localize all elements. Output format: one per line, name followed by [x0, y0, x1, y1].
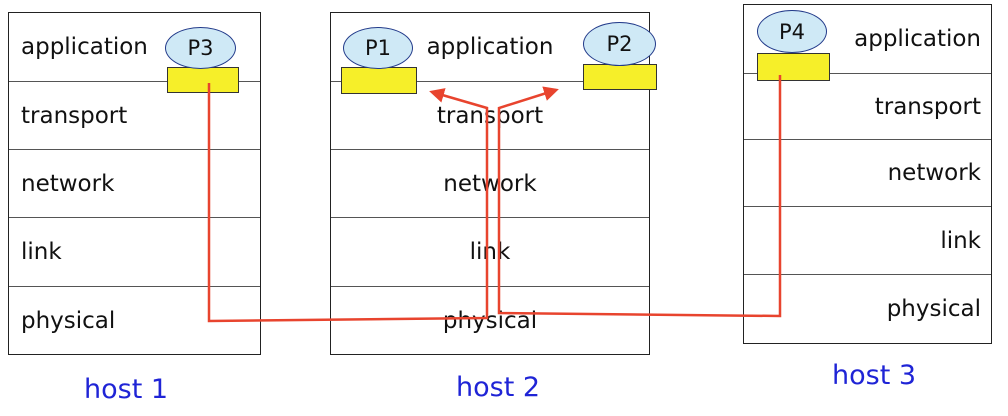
host1-physical-label: physical — [21, 307, 116, 334]
host3-network-layer: network — [744, 139, 991, 206]
process-p4-label: P4 — [778, 19, 806, 44]
host2-network-label: network — [443, 170, 537, 197]
host3-application-label: application — [854, 26, 981, 52]
process-p2-label: P2 — [606, 32, 633, 56]
host2-application-layer: application — [331, 13, 649, 81]
host3-application-layer: application — [744, 5, 991, 73]
host1-to-host2-wire — [207, 83, 489, 323]
host1-application-layer: application — [9, 13, 260, 81]
host1-transport-label: transport — [21, 102, 128, 129]
host2-p2-socket — [583, 64, 657, 90]
host2-application-label: application — [426, 34, 554, 60]
host3-p4-socket — [757, 53, 830, 81]
host2-label: host 2 — [456, 372, 541, 403]
host1-label: host 1 — [84, 374, 169, 405]
host3-to-host2-wire — [497, 75, 782, 318]
process-p1-label: P1 — [364, 36, 392, 60]
host2-transport-label: transport — [436, 102, 544, 129]
host3-physical-layer: physical — [744, 274, 991, 343]
host3-link-layer: link — [744, 206, 991, 274]
process-p3-label: P3 — [187, 36, 214, 60]
host3-transport-label: transport — [874, 93, 981, 120]
host2-p1-socket — [341, 67, 417, 94]
host1-network-layer: network — [9, 149, 260, 217]
host1-transport-layer: transport — [9, 81, 260, 149]
process-p1: P1 — [343, 27, 413, 69]
host1-link-layer: link — [9, 217, 260, 286]
host2-physical-layer: physical — [331, 286, 649, 354]
process-p2: P2 — [583, 22, 656, 66]
host3-transport-layer: transport — [744, 73, 991, 139]
host3-protocol-stack: application transport network link physi… — [743, 4, 992, 344]
host3-network-label: network — [887, 160, 981, 186]
process-p3: P3 — [165, 27, 236, 69]
host2-network-layer: network — [331, 149, 649, 217]
host2-link-layer: link — [331, 217, 649, 286]
host2-link-label: link — [469, 239, 511, 265]
host1-network-label: network — [21, 170, 115, 197]
host3-label: host 3 — [832, 360, 917, 391]
host3-link-label: link — [940, 227, 981, 254]
host1-link-label: link — [21, 239, 62, 265]
host1-physical-layer: physical — [9, 286, 260, 354]
host3-physical-label: physical — [886, 296, 981, 322]
host2-transport-layer: transport — [331, 81, 649, 149]
process-p4: P4 — [757, 10, 827, 53]
host1-application-label: application — [21, 34, 148, 60]
host2-physical-label: physical — [442, 307, 538, 334]
